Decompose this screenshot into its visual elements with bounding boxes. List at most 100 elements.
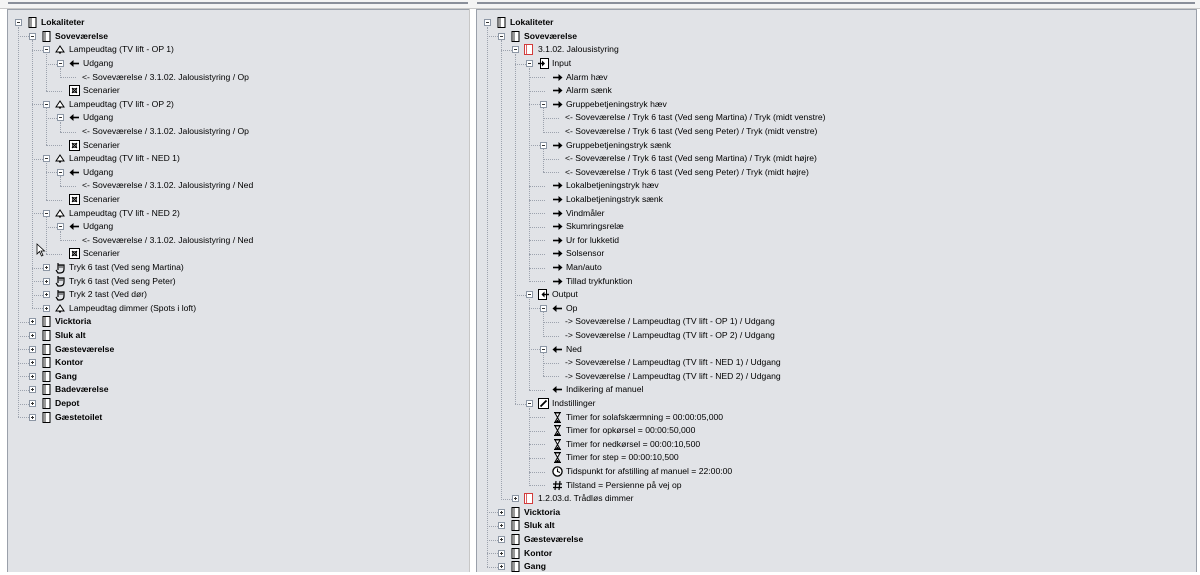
- tree-node[interactable]: Output: [526, 288, 578, 302]
- expand-toggle-icon[interactable]: [29, 400, 36, 408]
- collapse-toggle-icon[interactable]: [57, 168, 64, 176]
- tree-node[interactable]: Scenarier: [57, 247, 120, 261]
- expand-toggle-icon[interactable]: [498, 536, 505, 544]
- collapse-toggle-icon[interactable]: [43, 209, 50, 217]
- tree-node[interactable]: Badeværelse: [29, 383, 109, 397]
- tree-node[interactable]: <- Soveværelse / 3.1.02. Jalousistyring …: [71, 234, 253, 248]
- collapse-toggle-icon[interactable]: [526, 400, 533, 408]
- tree-node[interactable]: Solsensor: [540, 247, 604, 261]
- tree-node[interactable]: Vindmåler: [540, 206, 605, 220]
- tree-node[interactable]: 3.1.02. Jalousistyring: [512, 43, 619, 57]
- tree-node[interactable]: <- Soveværelse / Tryk 6 tast (Ved seng M…: [554, 152, 817, 166]
- expand-toggle-icon[interactable]: [43, 291, 50, 299]
- tree-node[interactable]: Ur for lukketid: [540, 234, 619, 248]
- tree-node[interactable]: Tryk 6 tast (Ved seng Peter): [43, 274, 176, 288]
- tree-node[interactable]: Input: [526, 57, 571, 71]
- tree-node[interactable]: Sluk alt: [29, 329, 86, 343]
- expand-toggle-icon[interactable]: [43, 277, 50, 285]
- tree-node[interactable]: Gang: [498, 560, 546, 573]
- collapse-toggle-icon[interactable]: [57, 114, 64, 122]
- tree-node[interactable]: Udgang: [57, 220, 113, 234]
- collapse-toggle-icon[interactable]: [484, 19, 491, 27]
- tree-node[interactable]: Kontor: [498, 546, 552, 560]
- tree-node[interactable]: Scenarier: [57, 138, 120, 152]
- expand-toggle-icon[interactable]: [29, 345, 36, 353]
- collapse-toggle-icon[interactable]: [29, 32, 36, 40]
- tree-node[interactable]: Soveværelse: [498, 30, 577, 44]
- collapse-toggle-icon[interactable]: [43, 46, 50, 54]
- tree-node[interactable]: Timer for nedkørsel = 00:00:10,500: [540, 438, 700, 452]
- tree-node[interactable]: Tryk 2 tast (Ved dør): [43, 288, 147, 302]
- tree-node[interactable]: Scenarier: [57, 193, 120, 207]
- tree-node[interactable]: Kontor: [29, 356, 83, 370]
- expand-toggle-icon[interactable]: [29, 318, 36, 326]
- tree-node[interactable]: Udgang: [57, 57, 113, 71]
- expand-toggle-icon[interactable]: [498, 563, 505, 571]
- tree-node[interactable]: Lokalbetjeningstryk hæv: [540, 179, 659, 193]
- tree-node[interactable]: Gruppebetjeningstryk hæv: [540, 98, 667, 112]
- tree-node[interactable]: Tilstand = Persienne på vej op: [540, 478, 682, 492]
- tree-node[interactable]: Tryk 6 tast (Ved seng Martina): [43, 261, 184, 275]
- collapse-toggle-icon[interactable]: [15, 19, 22, 27]
- tree-node[interactable]: Gæstetoilet: [29, 410, 102, 424]
- tree-node[interactable]: Lokaliteter: [484, 16, 553, 30]
- expand-toggle-icon[interactable]: [29, 372, 36, 380]
- tree-node[interactable]: Lokaliteter: [15, 16, 84, 30]
- tree-node[interactable]: Op: [540, 302, 577, 316]
- tree-node[interactable]: <- Soveværelse / Tryk 6 tast (Ved seng M…: [554, 111, 826, 125]
- tree-node[interactable]: Alarm hæv: [540, 70, 608, 84]
- collapse-toggle-icon[interactable]: [498, 32, 505, 40]
- expand-toggle-icon[interactable]: [498, 522, 505, 530]
- tree-node[interactable]: Tillad trykfunktion: [540, 274, 633, 288]
- expand-toggle-icon[interactable]: [43, 264, 50, 272]
- expand-toggle-icon[interactable]: [29, 332, 36, 340]
- tree-node[interactable]: Gæsteværelse: [498, 533, 583, 547]
- collapse-toggle-icon[interactable]: [57, 60, 64, 68]
- tree-node[interactable]: Gruppebetjeningstryk sænk: [540, 138, 671, 152]
- tree-node[interactable]: Vicktoria: [29, 315, 91, 329]
- expand-toggle-icon[interactable]: [498, 549, 505, 557]
- expand-toggle-icon[interactable]: [512, 495, 519, 503]
- tree-node[interactable]: Lampeudtag (TV lift - NED 2): [43, 206, 180, 220]
- tree-node[interactable]: Scenarier: [57, 84, 120, 98]
- tree-node[interactable]: <- Soveværelse / Tryk 6 tast (Ved seng P…: [554, 125, 817, 139]
- tree-node[interactable]: -> Soveværelse / Lampeudtag (TV lift - O…: [554, 315, 775, 329]
- tree-node[interactable]: Vicktoria: [498, 506, 560, 520]
- tree-node[interactable]: <- Soveværelse / 3.1.02. Jalousistyring …: [71, 179, 253, 193]
- tree-node[interactable]: Soveværelse: [29, 30, 108, 44]
- collapse-toggle-icon[interactable]: [57, 223, 64, 231]
- tree-node[interactable]: Man/auto: [540, 261, 602, 275]
- tree-node[interactable]: <- Soveværelse / 3.1.02. Jalousistyring …: [71, 70, 249, 84]
- tree-node[interactable]: Alarm sænk: [540, 84, 612, 98]
- collapse-toggle-icon[interactable]: [526, 291, 533, 299]
- tree-node[interactable]: Udgang: [57, 166, 113, 180]
- collapse-toggle-icon[interactable]: [43, 100, 50, 108]
- tree-node[interactable]: Lokalbetjeningstryk sænk: [540, 193, 663, 207]
- tree-node[interactable]: Udgang: [57, 111, 113, 125]
- tree-node[interactable]: Gang: [29, 370, 77, 384]
- collapse-toggle-icon[interactable]: [43, 155, 50, 163]
- tree-node[interactable]: -> Soveværelse / Lampeudtag (TV lift - N…: [554, 370, 781, 384]
- tree-node[interactable]: Ned: [540, 342, 582, 356]
- expand-toggle-icon[interactable]: [29, 386, 36, 394]
- tree-node[interactable]: <- Soveværelse / Tryk 6 tast (Ved seng P…: [554, 166, 809, 180]
- tree-node[interactable]: Lampeudtag (TV lift - OP 1): [43, 43, 174, 57]
- tree-node[interactable]: Indstillinger: [526, 397, 595, 411]
- expand-toggle-icon[interactable]: [29, 413, 36, 421]
- collapse-toggle-icon[interactable]: [540, 345, 547, 353]
- collapse-toggle-icon[interactable]: [526, 60, 533, 68]
- tree-node[interactable]: Lampeudtag dimmer (Spots i loft): [43, 302, 196, 316]
- tree-node[interactable]: Skumringsrelæ: [540, 220, 624, 234]
- tree-node[interactable]: <- Soveværelse / 3.1.02. Jalousistyring …: [71, 125, 249, 139]
- tree-node[interactable]: -> Soveværelse / Lampeudtag (TV lift - O…: [554, 329, 775, 343]
- tree-node[interactable]: Timer for opkørsel = 00:00:50,000: [540, 424, 695, 438]
- collapse-toggle-icon[interactable]: [540, 141, 547, 149]
- tree-node[interactable]: Lampeudtag (TV lift - NED 1): [43, 152, 180, 166]
- tree-node[interactable]: Gæsteværelse: [29, 342, 114, 356]
- tree-node[interactable]: Lampeudtag (TV lift - OP 2): [43, 98, 174, 112]
- tree-node[interactable]: 1.2.03.d. Trådløs dimmer: [512, 492, 634, 506]
- tree-node[interactable]: Depot: [29, 397, 79, 411]
- collapse-toggle-icon[interactable]: [512, 46, 519, 54]
